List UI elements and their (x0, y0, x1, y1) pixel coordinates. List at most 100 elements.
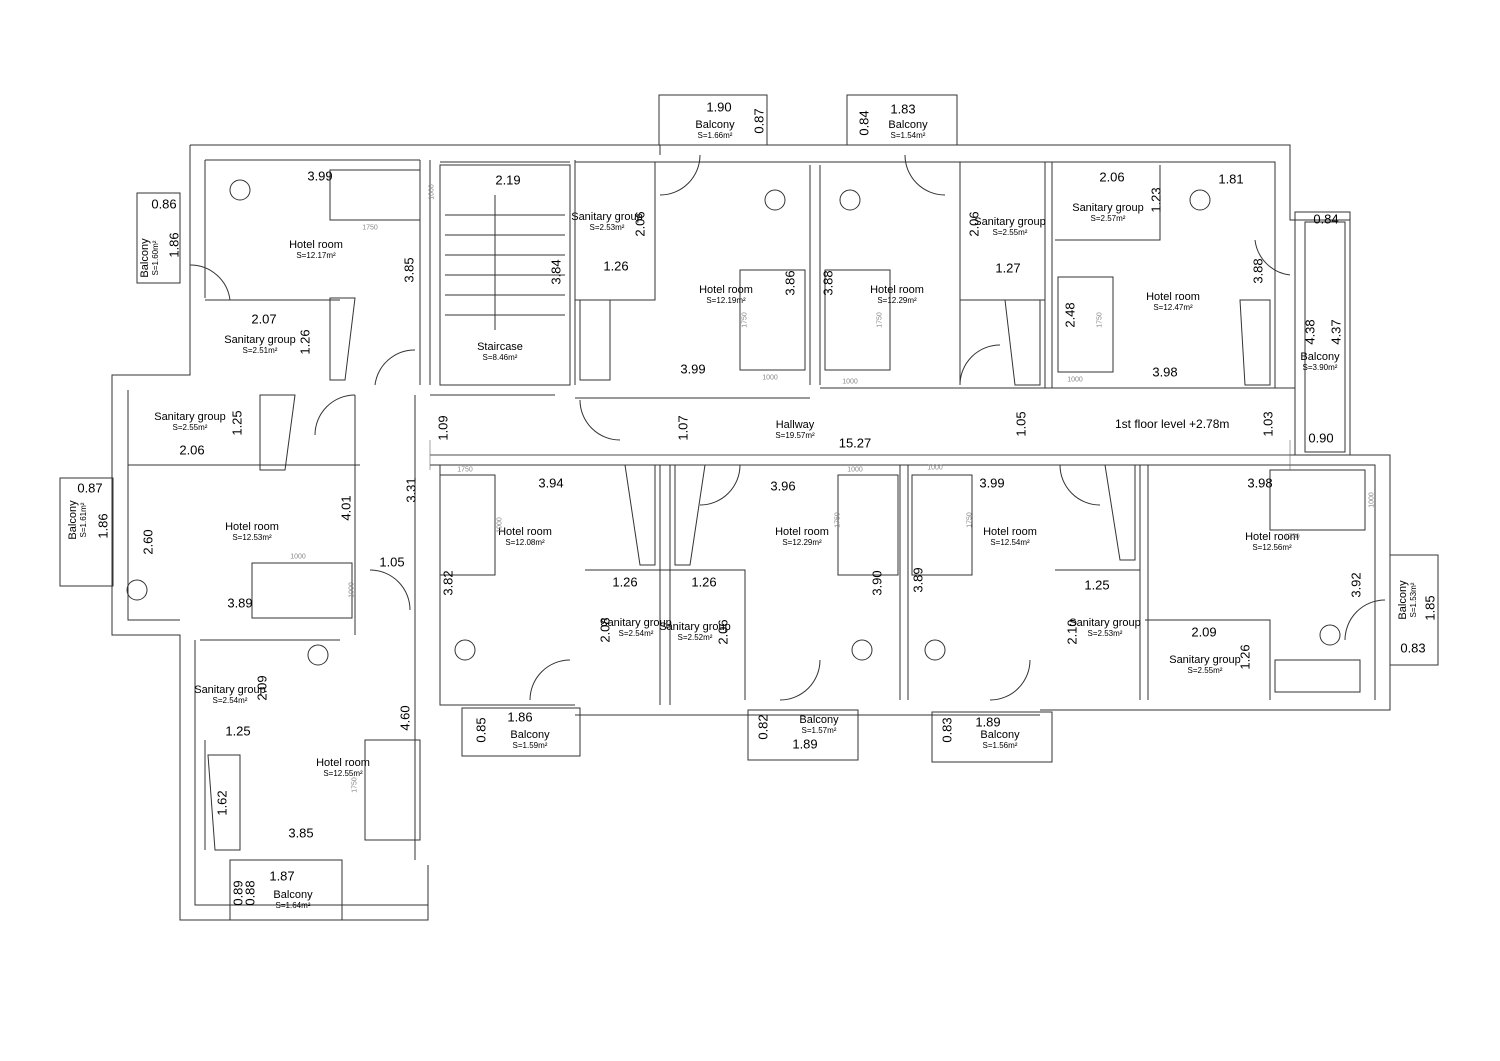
dimension-label: 1.03 (1260, 411, 1276, 437)
room-name: Balcony (799, 714, 839, 727)
bed-size-label: 1750 (876, 312, 884, 328)
dimension-label: 3.96 (770, 478, 796, 494)
room-name: Sanitary group (194, 684, 266, 697)
dimension-label: 0.88 (242, 880, 258, 906)
dimension-label: 3.99 (307, 168, 333, 184)
dimension-label: 1.81 (1218, 171, 1244, 187)
room-area: S=1.64m² (275, 900, 311, 910)
dimension-label: 3.98 (1247, 475, 1273, 491)
bed-size-label: 1750 (1096, 312, 1104, 328)
dimension-label: 1.26 (691, 574, 717, 590)
bed-size-label: 1000 (348, 582, 356, 598)
room-name: Hallway (775, 419, 815, 432)
room-area: S=1.61m² (78, 502, 88, 538)
room-name: Hotel room (983, 526, 1037, 539)
bed-size-label: 1000 (428, 184, 436, 200)
room-name: Sanitary group (571, 211, 643, 224)
bed-size-label: 1000 (496, 517, 504, 533)
room-area: S=12.54m² (990, 537, 1030, 547)
room-area: S=12.56m² (1252, 542, 1292, 552)
room-name: Balcony (273, 889, 313, 902)
dimension-label: 1.85 (1422, 595, 1438, 621)
room-name: Balcony (1397, 580, 1410, 620)
dimension-label: 3.89 (227, 595, 253, 611)
room-area: S=12.53m² (232, 532, 272, 542)
dimension-label: 1.23 (1148, 187, 1164, 213)
room-name: Sanitary group (974, 216, 1046, 229)
room-area: S=1.59m² (512, 740, 548, 750)
bed-size-label: 1000 (847, 466, 863, 474)
room-name: Balcony (510, 729, 550, 742)
room-name: Sanitary group (224, 334, 296, 347)
dimension-label: 1.26 (297, 329, 313, 355)
dimension-label: 1.62 (214, 790, 230, 816)
bed-size-label: 1000 (762, 374, 778, 382)
room-area: S=1.56m² (982, 740, 1018, 750)
dimension-label: 3.94 (538, 475, 564, 491)
dimension-label: 1.25 (225, 723, 251, 739)
dimension-label: 0.84 (1313, 211, 1339, 227)
dimension-label: 1.25 (1084, 577, 1110, 593)
dimension-label: 4.60 (397, 705, 413, 731)
dimension-label: 1.05 (1013, 411, 1029, 437)
dimension-label: 1.89 (975, 714, 1001, 730)
dimension-label: 1.26 (603, 258, 629, 274)
dimension-label: 3.31 (403, 477, 419, 503)
bed-size-label: 1000 (290, 553, 306, 561)
room-name: Sanitary group (659, 621, 731, 634)
dimension-label: 3.99 (979, 475, 1005, 491)
room-area: S=12.47m² (1153, 302, 1193, 312)
dimension-label: 1.09 (435, 415, 451, 441)
dimension-label: 4.38 (1302, 319, 1318, 345)
dimension-label: 3.92 (1348, 572, 1364, 598)
dimension-label: 1.27 (995, 260, 1021, 276)
room-area: S=1.66m² (697, 130, 733, 140)
room-name: Sanitary group (1072, 202, 1144, 215)
room-name: Balcony (980, 729, 1020, 742)
room-area: S=2.54m² (618, 628, 654, 638)
dimension-label: 15.27 (838, 435, 872, 451)
dimension-label: 1.90 (706, 99, 732, 115)
room-area: S=3.90m² (1302, 362, 1338, 372)
dimension-label: 3.90 (869, 570, 885, 596)
room-area: S=12.08m² (505, 537, 545, 547)
dimension-label: 0.87 (77, 480, 103, 496)
room-area: S=1.57m² (801, 725, 837, 735)
bed-size-label: 1000 (1067, 376, 1083, 384)
bed-size-label: 1750 (362, 224, 378, 232)
dimension-label: 2.48 (1062, 302, 1078, 328)
dimension-label: 0.83 (939, 717, 955, 743)
dimension-label: 1.05 (379, 554, 405, 570)
room-area: S=1.54m² (890, 130, 926, 140)
room-name: Hotel room (775, 526, 829, 539)
dimension-label: 1.83 (890, 101, 916, 117)
dimension-label: 2.06 (1099, 169, 1125, 185)
room-name: Hotel room (699, 284, 753, 297)
room-area: S=2.55m² (1187, 665, 1223, 675)
bed-size-label: 1750 (834, 512, 842, 528)
room-name: Sanitary group (600, 617, 672, 630)
dimension-label: 2.10 (1064, 619, 1080, 645)
room-name: Hotel room (1245, 531, 1299, 544)
dimension-label: 1.86 (507, 709, 533, 725)
dimension-label: 3.84 (548, 259, 564, 285)
dimension-label: 3.99 (680, 361, 706, 377)
dimension-label: 1.26 (612, 574, 638, 590)
room-area: S=12.19m² (706, 295, 746, 305)
dimension-label: 4.37 (1328, 319, 1344, 345)
dimension-label: 2.19 (495, 172, 521, 188)
dimension-label: 1.86 (95, 513, 111, 539)
